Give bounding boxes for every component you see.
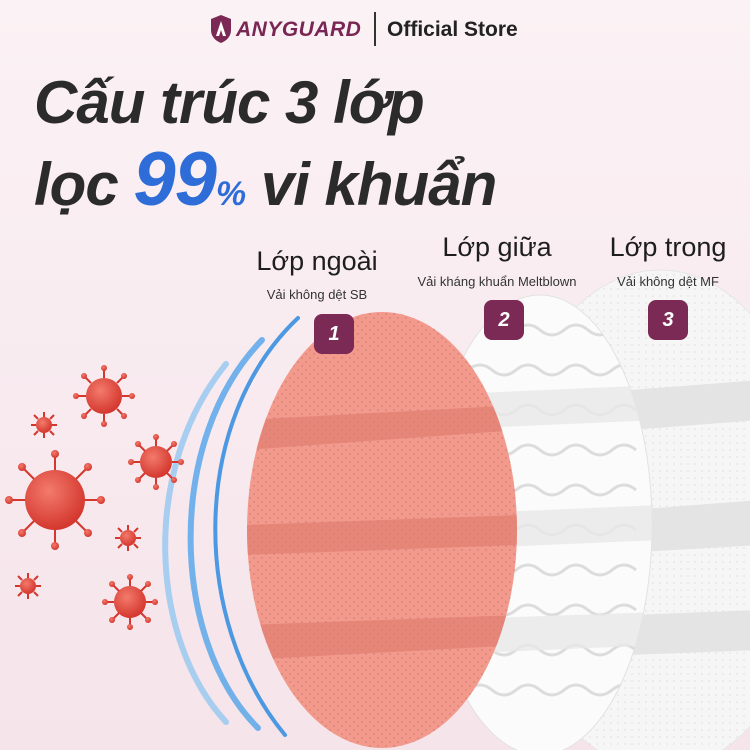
headline-suffix: vi khuẩn [260, 151, 497, 218]
virus-icon [73, 365, 135, 427]
percent-number: 99 [133, 137, 217, 222]
layer-2-subtitle: Vải kháng khuẩn Meltblown [417, 274, 577, 289]
layer-1-subtitle: Vải không dệt SB [266, 287, 368, 302]
virus-icon [128, 434, 184, 490]
layer-3-title: Lớp trong [609, 232, 727, 262]
protection-arcs [162, 316, 300, 737]
layer-2-title: Lớp giữa [442, 232, 552, 262]
layer-1-badge: 1 [314, 314, 354, 354]
store-label: Official Store [387, 18, 518, 41]
layer-1-title: Lớp ngoài [256, 246, 378, 276]
virus-icon [102, 574, 158, 630]
viruses [5, 365, 184, 630]
headline-prefix: lọc [34, 151, 119, 218]
headline-line-1: Cấu trúc 3 lớp [34, 69, 425, 136]
virus-icon [5, 450, 105, 550]
layer-2-badge: 2 [484, 300, 524, 340]
header: ANYGUARD Official Store [0, 12, 750, 48]
headline-line-2: lọc 99% vi khuẩn [34, 136, 497, 223]
outer-layer [247, 312, 517, 748]
layer-3-subtitle: Vải không dệt MF [617, 274, 719, 289]
header-divider [374, 12, 376, 46]
anyguard-shield-icon [211, 15, 231, 43]
virus-icon [31, 412, 57, 438]
virus-icon [15, 573, 41, 599]
virus-icon [115, 525, 141, 551]
percent-sign: % [215, 175, 246, 213]
brand-name: ANYGUARD [236, 18, 362, 41]
layer-3-badge: 3 [648, 300, 688, 340]
